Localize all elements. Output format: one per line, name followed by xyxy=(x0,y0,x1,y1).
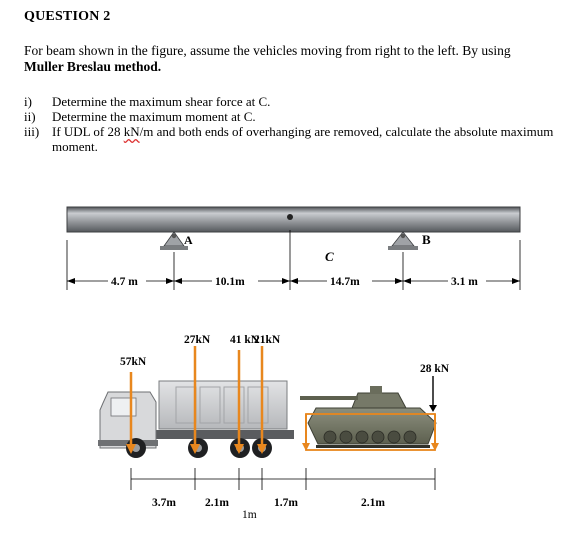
part-1: i) Determine the maximum shear force at … xyxy=(24,94,564,109)
dump-truck xyxy=(98,380,294,458)
part-3-number: iii) xyxy=(24,124,40,139)
load-27kn-label: 27kN xyxy=(184,334,211,346)
beam xyxy=(66,206,521,233)
tank-udl-label: 28 kN xyxy=(420,363,450,375)
part-2-text: Determine the maximum moment at C. xyxy=(52,109,256,124)
part-2-number: ii) xyxy=(24,109,36,124)
support-b-label: B xyxy=(422,232,431,247)
part-3-text-post: /m and both ends of overhanging are remo… xyxy=(52,124,554,154)
point-c-label: C xyxy=(325,249,334,264)
load-21kn-label: 21kN xyxy=(254,334,281,346)
spacing-2-label: 2.1m xyxy=(205,497,229,509)
spacing-1-label: 3.7m xyxy=(152,497,176,509)
question-intro: For beam shown in the figure, assume the… xyxy=(24,43,564,75)
intro-method: Muller Breslau method. xyxy=(24,59,162,74)
load-41kn-label: 41 kN xyxy=(230,334,260,346)
part-1-text: Determine the maximum shear force at C. xyxy=(52,94,271,109)
dimension-arrowheads xyxy=(67,278,520,284)
spacing-4-label: 1.7m xyxy=(274,497,298,509)
intro-text: For beam shown in the figure, assume the… xyxy=(24,43,511,58)
spacing-3-label: 1m xyxy=(242,509,257,521)
support-a xyxy=(160,231,188,250)
tank-udl-value: 28 kN xyxy=(420,363,450,375)
span-1-label: 4.7 m xyxy=(111,276,138,288)
part-2: ii) Determine the maximum moment at C. xyxy=(24,109,564,124)
truck-load-arrows xyxy=(126,346,267,454)
tank-udl xyxy=(302,413,439,451)
part-3-unit: kN xyxy=(123,124,140,139)
question-parts: i) Determine the maximum shear force at … xyxy=(24,94,564,154)
point-c-marker xyxy=(287,214,293,220)
part-3: iii) If UDL of 28 kN/m and both ends of … xyxy=(24,124,564,154)
span-3-label: 14.7m xyxy=(330,276,360,288)
tank xyxy=(300,386,437,448)
question-title: QUESTION 2 xyxy=(24,9,111,24)
bottom-dimension-ticks xyxy=(130,468,436,490)
support-b xyxy=(388,231,418,250)
dimension-ticks xyxy=(66,230,521,290)
span-4-label: 3.1 m xyxy=(451,276,478,288)
tank-length-label: 2.1m xyxy=(361,497,385,509)
load-57kn-label: 57kN xyxy=(120,356,147,368)
support-a-label: A xyxy=(184,233,193,247)
span-2-label: 10.1m xyxy=(215,276,245,288)
part-3-text-pre: If UDL of 28 xyxy=(52,124,124,139)
part-1-number: i) xyxy=(24,94,32,109)
